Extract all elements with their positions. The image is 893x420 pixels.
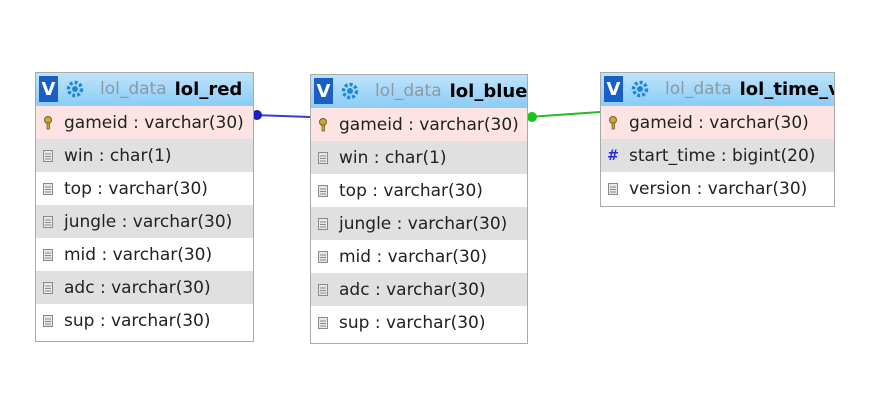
column-icon	[42, 215, 54, 229]
column-row[interactable]: win : char(1)	[36, 139, 253, 172]
column-label: top : varchar(30)	[339, 180, 483, 201]
column-row[interactable]: top : varchar(30)	[36, 172, 253, 205]
column-icon	[317, 316, 329, 330]
view-badge-icon: V	[604, 76, 623, 102]
numeric-column-icon: #	[607, 147, 619, 164]
column-icon	[317, 283, 329, 297]
column-icon	[317, 250, 329, 264]
table-lol-blue[interactable]: V lol_data lol_blue gameid : varchar(30)…	[310, 74, 528, 344]
column-row[interactable]: gameid : varchar(30)	[311, 108, 527, 141]
column-label: gameid : varchar(30)	[629, 112, 809, 133]
table-header[interactable]: V lol_data lol_time_v	[601, 73, 834, 106]
column-icon	[42, 182, 54, 196]
table-header[interactable]: V lol_data lol_red	[36, 73, 253, 106]
column-label: gameid : varchar(30)	[64, 112, 244, 133]
column-row[interactable]: version : varchar(30)	[601, 172, 834, 205]
table-name: lol_time_v	[739, 78, 834, 100]
column-label: adc : varchar(30)	[339, 279, 486, 300]
column-label: sup : varchar(30)	[339, 312, 486, 333]
column-label: mid : varchar(30)	[64, 244, 213, 265]
primary-key-icon	[607, 115, 619, 130]
relation-blue-time	[527, 111, 601, 122]
column-row[interactable]: jungle : varchar(30)	[36, 205, 253, 238]
column-row[interactable]: adc : varchar(30)	[311, 273, 527, 306]
column-label: adc : varchar(30)	[64, 277, 211, 298]
column-row[interactable]: win : char(1)	[311, 141, 527, 174]
column-icon	[317, 184, 329, 198]
table-name: lol_red	[174, 78, 243, 100]
column-label: jungle : varchar(30)	[339, 213, 508, 234]
primary-key-icon	[42, 115, 54, 130]
gear-icon[interactable]	[629, 78, 651, 100]
table-lol-red[interactable]: V lol_data lol_red gameid : varchar(30) …	[35, 72, 254, 342]
column-row[interactable]: sup : varchar(30)	[311, 306, 527, 339]
column-icon	[42, 248, 54, 262]
column-label: start_time : bigint(20)	[629, 145, 816, 166]
column-label: win : char(1)	[339, 147, 447, 168]
primary-key-icon	[317, 117, 329, 132]
column-icon	[317, 217, 329, 231]
table-header[interactable]: V lol_data lol_blue	[311, 75, 527, 108]
column-row[interactable]: gameid : varchar(30)	[601, 106, 834, 139]
database-name: lol_data	[100, 79, 167, 99]
gear-icon[interactable]	[64, 78, 86, 100]
database-name: lol_data	[375, 81, 442, 101]
column-label: win : char(1)	[64, 145, 172, 166]
table-lol-time-v[interactable]: V lol_data lol_time_v gameid : varchar(3…	[600, 72, 835, 207]
column-icon	[317, 151, 329, 165]
column-icon	[42, 149, 54, 163]
column-row[interactable]: # start_time : bigint(20)	[601, 139, 834, 172]
table-name: lol_blue	[449, 80, 527, 102]
column-row[interactable]: adc : varchar(30)	[36, 271, 253, 304]
view-badge-icon: V	[314, 78, 333, 104]
column-row[interactable]: mid : varchar(30)	[36, 238, 253, 271]
column-row[interactable]: top : varchar(30)	[311, 174, 527, 207]
column-icon	[42, 314, 54, 328]
column-label: jungle : varchar(30)	[64, 211, 233, 232]
column-label: sup : varchar(30)	[64, 310, 211, 331]
column-icon	[42, 281, 54, 295]
column-row[interactable]: mid : varchar(30)	[311, 240, 527, 273]
column-row[interactable]: sup : varchar(30)	[36, 304, 253, 337]
column-icon	[607, 182, 619, 196]
column-label: version : varchar(30)	[629, 178, 808, 199]
column-label: top : varchar(30)	[64, 178, 208, 199]
column-row[interactable]: gameid : varchar(30)	[36, 106, 253, 139]
view-badge-icon: V	[39, 76, 58, 102]
column-label: gameid : varchar(30)	[339, 114, 519, 135]
column-row[interactable]: jungle : varchar(30)	[311, 207, 527, 240]
database-name: lol_data	[665, 79, 732, 99]
relation-red-blue	[252, 110, 311, 120]
gear-icon[interactable]	[339, 80, 361, 102]
column-label: mid : varchar(30)	[339, 246, 488, 267]
